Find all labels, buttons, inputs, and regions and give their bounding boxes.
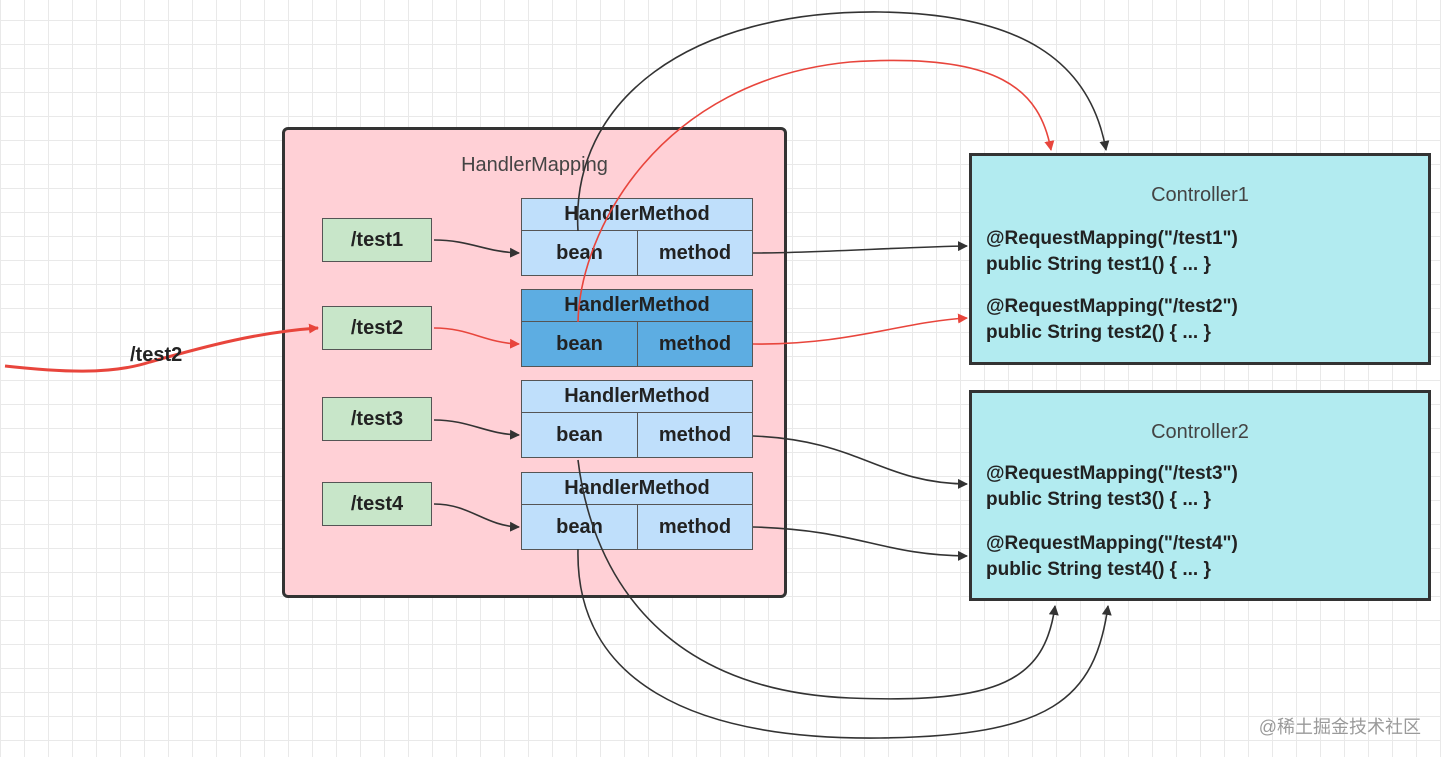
mapping-annotation: @RequestMapping("/test2")	[986, 296, 1238, 317]
mapping-annotation: @RequestMapping("/test1")	[986, 228, 1238, 249]
handler-method-bean: bean	[522, 231, 638, 275]
path-test2: /test2	[322, 306, 432, 350]
mapping-annotation: @RequestMapping("/test4")	[986, 533, 1238, 554]
handler-method-method: method	[658, 332, 732, 355]
request-mapping-test3: @RequestMapping("/test3") public String …	[986, 461, 1238, 513]
handler-method-3: HandlerMethod bean method	[521, 380, 753, 458]
request-mapping-test2: @RequestMapping("/test2") public String …	[986, 294, 1238, 346]
handler-method-title: HandlerMethod	[522, 381, 752, 413]
mapping-signature: public String test2() { ... }	[986, 322, 1211, 343]
request-mapping-test1: @RequestMapping("/test1") public String …	[986, 226, 1238, 278]
path-test4: /test4	[322, 482, 432, 526]
handler-method-title: HandlerMethod	[522, 290, 752, 322]
controller-title: Controller2	[1151, 421, 1249, 443]
handler-method-bean: bean	[522, 505, 638, 549]
handler-method-bean: bean	[522, 322, 638, 366]
handler-method-method: method	[658, 241, 732, 264]
mapping-signature: public String test3() { ... }	[986, 489, 1211, 510]
watermark: @稀土掘金技术社区	[1258, 717, 1421, 737]
handler-method-bean: bean	[522, 413, 638, 457]
handler-method-title: HandlerMethod	[522, 473, 752, 505]
path-test3: /test3	[322, 397, 432, 441]
incoming-request-label: /test2	[130, 344, 183, 366]
controller-1: Controller1 @RequestMapping("/test1") pu…	[969, 153, 1431, 365]
handler-method-method: method	[658, 515, 732, 538]
path-test1: /test1	[322, 218, 432, 262]
handler-method-title: HandlerMethod	[522, 199, 752, 231]
handler-method-1: HandlerMethod bean method	[521, 198, 753, 276]
controller-2: Controller2 @RequestMapping("/test3") pu…	[969, 390, 1431, 601]
mapping-signature: public String test1() { ... }	[986, 254, 1211, 275]
mapping-signature: public String test4() { ... }	[986, 559, 1211, 580]
mapping-annotation: @RequestMapping("/test3")	[986, 463, 1238, 484]
handler-mapping-title: HandlerMapping	[461, 154, 608, 176]
handler-method-method: method	[658, 423, 732, 446]
request-mapping-test4: @RequestMapping("/test4") public String …	[986, 531, 1238, 583]
handler-method-2: HandlerMethod bean method	[521, 289, 753, 367]
handler-method-4: HandlerMethod bean method	[521, 472, 753, 550]
controller-title: Controller1	[1151, 184, 1249, 206]
